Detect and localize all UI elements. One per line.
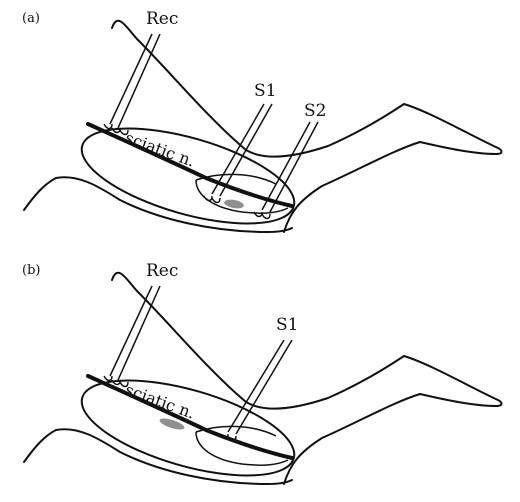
panel-b-s1-label: S1 <box>276 315 298 335</box>
panel-b-leg-upper-outline <box>111 271 503 485</box>
panel-a-muscle-flap <box>195 179 289 214</box>
panel-a-label: (a) <box>22 11 40 26</box>
panel-a-leg-upper-outline <box>111 19 503 233</box>
panel-a-rec-electrode: Rec <box>103 9 178 136</box>
panel-b-s1-electrode: S1 <box>219 315 298 442</box>
panel-a-rec-label: Rec <box>146 9 178 29</box>
panel-b-sciatic-nerve <box>86 374 294 460</box>
panel-a-s1-electrode: S1 <box>203 81 276 204</box>
panel-b-nerve-lesion <box>159 418 185 430</box>
panel-a: (a) sciatic n. Rec S1 <box>22 9 503 233</box>
panel-a-s1-label: S1 <box>254 81 276 101</box>
panel-b-muscle-flap <box>195 431 289 466</box>
panel-a-s2-electrode: S2 <box>253 101 326 220</box>
panel-b-rec-label: Rec <box>146 261 178 281</box>
panel-a-nerve-label: sciatic n. <box>123 128 198 171</box>
panel-b-rec-electrode: Rec <box>103 261 178 388</box>
panel-a-leg-lower-outline <box>23 176 293 233</box>
panel-b-nerve-label: sciatic n. <box>123 380 198 423</box>
panel-b-leg-lower-outline <box>23 428 293 485</box>
panel-a-s2-label: S2 <box>304 101 326 121</box>
panel-b: (b) sciatic n. Rec S1 <box>22 261 503 485</box>
panel-a-sciatic-nerve <box>86 122 294 208</box>
panel-a-nerve-lesion <box>224 199 244 209</box>
panel-b-label: (b) <box>22 263 40 278</box>
